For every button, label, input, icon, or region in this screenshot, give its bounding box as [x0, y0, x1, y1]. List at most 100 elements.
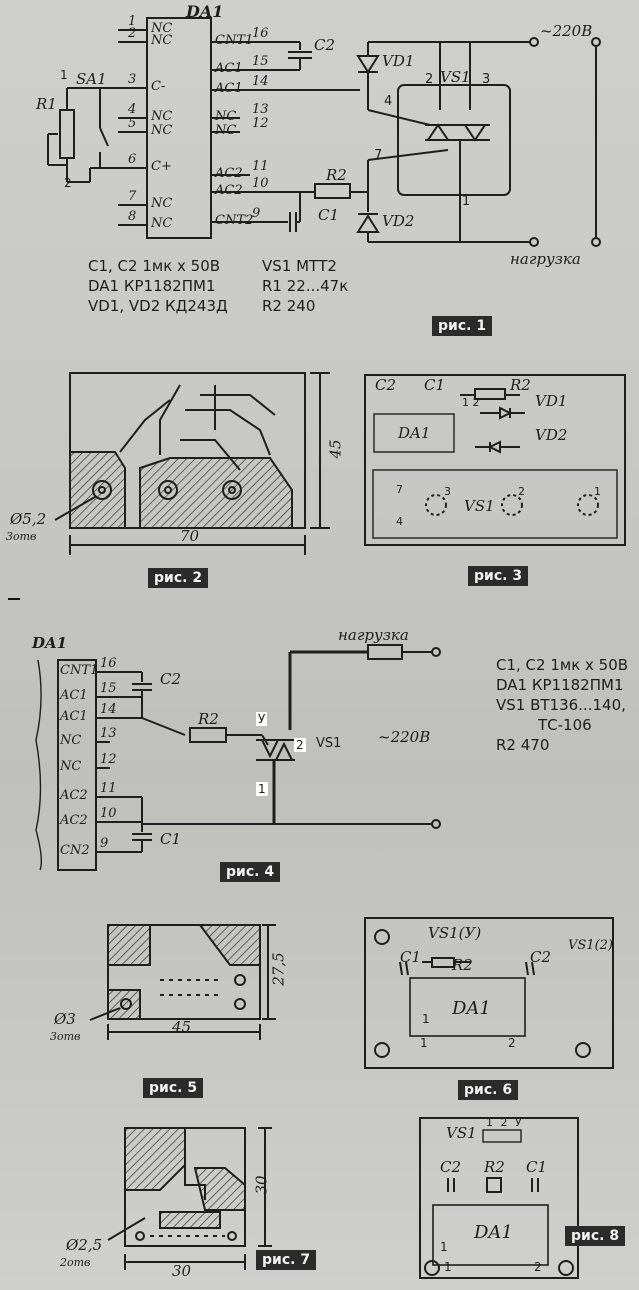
fig3-layout [364, 374, 626, 546]
fig1-left-pin-number: 4 [128, 102, 137, 117]
fig1-right-pin-number: 14 [252, 74, 269, 89]
fig6-r2-label: R2 [452, 956, 473, 974]
fig8-pad-1: 1 [444, 1260, 452, 1274]
fig3-pin-4: 4 [396, 515, 403, 528]
fig1-left-pin-number: 7 [128, 189, 137, 204]
fig1-right-pin-number: 15 [252, 54, 269, 69]
fig1-left-pin-number: 6 [128, 152, 137, 167]
fig4-pin-name: CNT1 [60, 663, 99, 678]
fig1-left-pin-name: NC [151, 196, 173, 211]
fig4-pin-number: 16 [100, 656, 117, 671]
fig4-anode1-label: 1 [256, 782, 268, 796]
fig4-gate-label: У [256, 712, 268, 726]
fig5-board [107, 924, 261, 1020]
fig3-board [364, 374, 626, 546]
fig8-r2-label: R2 [484, 1158, 505, 1176]
fig5-hole-dim: Ø3 [54, 1010, 76, 1028]
fig1-sa1-label: SA1 [76, 70, 107, 88]
fig4-c1-label: C1 [160, 830, 182, 848]
fig6-c2-label: C2 [530, 948, 552, 966]
fig1-load-label: нагрузка [510, 250, 581, 268]
fig6-da1-label: DA1 [452, 998, 491, 1019]
fig1-right-pin-name: NC [215, 123, 237, 138]
fig1-part-c1c2: C1, C2 1мк x 50В [88, 257, 221, 275]
fig1-parts-list-2: VS1 МТТ2 R1 22...47к R2 240 [262, 256, 348, 316]
fig8-c1-label: C1 [526, 1158, 548, 1176]
fig7-height-dim: 30 [252, 1175, 271, 1195]
fig2-pcb [54, 372, 330, 555]
fig7-hole-dim: Ø2,5 [66, 1236, 103, 1254]
fig4-part-c1c2: C1, C2 1мк x 50В [496, 656, 629, 674]
fig6-vs1-pin2-label: VS1(2) [568, 938, 613, 953]
fig1-part-r2: R2 240 [262, 297, 316, 315]
fig8-board [419, 1117, 579, 1279]
fig4-pin-name: CN2 [60, 843, 90, 858]
fig1-right-pin-name: AC2 [215, 183, 243, 198]
fig6-caption: рис. 6 [458, 1080, 519, 1100]
fig1-vd1-label: VD1 [382, 52, 415, 70]
fig4-pin-name: AC2 [60, 813, 88, 828]
fig3-vs1-label: VS1 [464, 497, 495, 515]
fig1-left-pin-number: 1 [128, 14, 137, 29]
fig1-c1-label: C1 [318, 206, 340, 224]
fig1-chip-title: DA1 [186, 2, 224, 21]
fig1-right-pin-name: AC2 [215, 166, 243, 181]
fig1-node-1: 1 [60, 68, 68, 82]
fig1-left-pin-number: 3 [128, 72, 137, 87]
fig1-left-pin-name: NC [151, 123, 173, 138]
fig4-caption: рис. 4 [220, 862, 281, 882]
fig1-right-pin-number: 11 [252, 159, 269, 174]
fig1-caption: рис. 1 [432, 316, 493, 336]
fig1-right-pin-name: AC1 [215, 61, 243, 76]
fig6-board [364, 917, 614, 1069]
fig5-hole-count: 3отв [50, 1030, 81, 1043]
fig4-pin-number: 14 [100, 702, 117, 717]
fig4-load-label: нагрузка [338, 626, 409, 644]
fig3-pins-12: 1 2 [462, 396, 480, 409]
fig4-chip-title: DA1 [32, 634, 68, 652]
fig2-hole-dim: Ø5,2 [10, 510, 47, 528]
fig1-vd2-label: VD2 [382, 212, 415, 230]
fig2-height-dim: 45 [326, 439, 345, 459]
fig4-pin-name: AC2 [60, 788, 88, 803]
fig4-pin-number: 12 [100, 752, 117, 767]
fig5-caption: рис. 5 [143, 1078, 204, 1098]
fig4-part-da1: DA1 КР1182ПМ1 [496, 676, 624, 694]
fig6-vs1-gate-label: VS1(У) [428, 924, 482, 942]
fig1-vs1-pin-7: 7 [374, 148, 383, 163]
fig3-pin-7: 7 [396, 483, 403, 496]
fig3-pin-1: 1 [594, 485, 601, 498]
fig3-vd1-label: VD1 [535, 392, 568, 410]
fig1-left-pin-name: NC [151, 33, 173, 48]
fig6-chip-pin1: 1 [422, 1012, 430, 1026]
fig1-part-vs1: VS1 МТТ2 [262, 257, 337, 275]
fig1-vs1-pin-1: 1 [462, 194, 471, 209]
fig4-pin-number: 13 [100, 726, 117, 741]
fig1-vs1-pin-3: 3 [482, 72, 491, 87]
fig1-part-vd: VD1, VD2 КД243Д [88, 297, 228, 315]
fig1-vs1-pin-2: 2 [425, 72, 434, 87]
fig1-right-pin-number: 10 [252, 176, 269, 191]
fig3-caption: рис. 3 [468, 566, 529, 586]
fig4-c2-label: C2 [160, 670, 182, 688]
fig8-pad-2: 2 [534, 1260, 542, 1274]
fig1-left-pin-name: NC [151, 109, 173, 124]
fig3-pin-2: 2 [518, 485, 525, 498]
fig4-pin-name: NC [60, 733, 82, 748]
fig4-pin-name: NC [60, 759, 82, 774]
fig6-pad-1: 1 [420, 1036, 428, 1050]
fig1-left-pin-name: NC [151, 21, 173, 36]
fig1-left-pin-number: 5 [128, 116, 137, 131]
fig3-da1-label: DA1 [398, 424, 431, 442]
fig3-r2-label: R2 [510, 376, 531, 394]
fig1-left-pin-name: C- [151, 79, 166, 94]
fig1-left-pin-number: 8 [128, 209, 137, 224]
fig1-part-r1: R1 22...47к [262, 277, 349, 295]
fig4-pin-number: 9 [100, 836, 109, 851]
fig2-width-dim: 70 [180, 527, 200, 545]
fig1-c2-label: C2 [314, 36, 336, 54]
fig7-hole-count: 2отв [60, 1256, 91, 1269]
fig8-chip-pin1: 1 [440, 1240, 448, 1254]
